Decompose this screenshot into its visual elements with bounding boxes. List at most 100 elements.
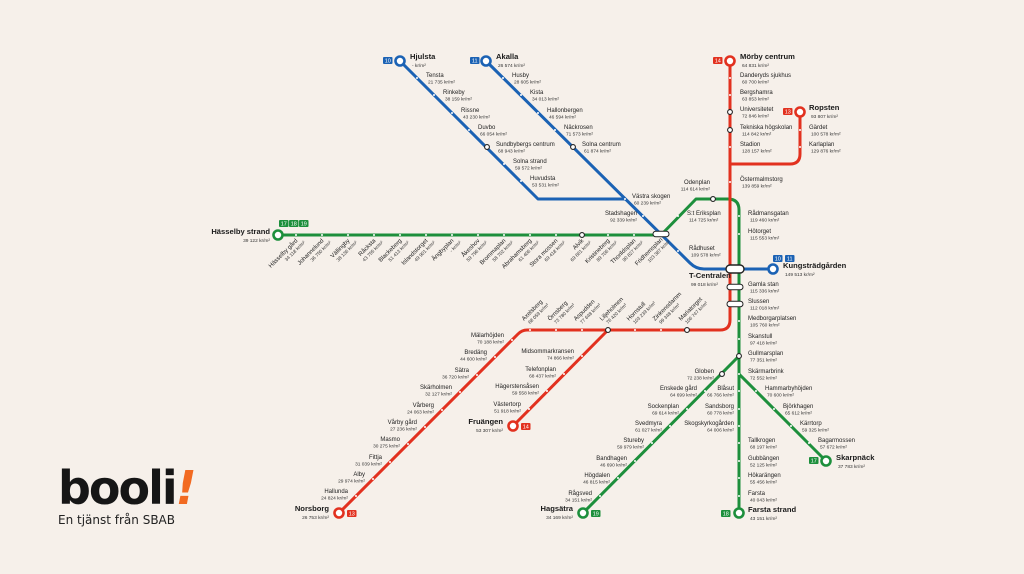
station[interactable] — [726, 300, 744, 308]
station[interactable] — [704, 390, 706, 392]
station[interactable] — [729, 77, 731, 79]
station[interactable] — [507, 420, 519, 432]
station[interactable] — [605, 327, 611, 333]
station[interactable] — [424, 426, 426, 428]
station[interactable] — [503, 163, 505, 165]
station[interactable] — [633, 234, 635, 236]
station[interactable] — [451, 234, 453, 236]
station[interactable] — [724, 55, 736, 67]
station[interactable] — [799, 129, 801, 131]
station[interactable] — [738, 425, 740, 427]
station[interactable] — [389, 461, 391, 463]
station[interactable] — [738, 320, 740, 322]
station[interactable] — [425, 234, 427, 236]
station[interactable] — [529, 329, 531, 331]
station[interactable] — [477, 234, 479, 236]
station[interactable] — [484, 144, 490, 150]
station[interactable] — [546, 390, 548, 392]
station[interactable] — [451, 112, 453, 114]
station[interactable] — [502, 77, 504, 79]
station[interactable] — [729, 94, 731, 96]
station[interactable] — [433, 94, 435, 96]
station[interactable] — [799, 146, 801, 148]
station[interactable] — [669, 425, 671, 427]
station[interactable] — [684, 327, 690, 333]
station[interactable] — [554, 129, 556, 131]
station[interactable] — [480, 55, 492, 67]
station[interactable] — [710, 196, 716, 202]
station[interactable] — [725, 264, 745, 274]
station[interactable] — [581, 355, 583, 357]
station[interactable] — [441, 409, 443, 411]
station[interactable] — [820, 455, 832, 467]
station[interactable] — [503, 234, 505, 236]
station[interactable] — [738, 442, 740, 444]
station[interactable] — [729, 181, 731, 183]
station[interactable] — [476, 374, 478, 376]
station[interactable] — [738, 477, 740, 479]
station[interactable] — [738, 373, 740, 375]
station[interactable] — [272, 229, 284, 241]
station[interactable] — [738, 233, 740, 235]
station[interactable] — [738, 460, 740, 462]
station[interactable] — [570, 144, 576, 150]
station[interactable] — [738, 408, 740, 410]
station[interactable] — [529, 234, 531, 236]
station[interactable] — [394, 55, 406, 67]
station[interactable] — [520, 180, 522, 182]
station[interactable] — [555, 329, 557, 331]
station[interactable] — [773, 408, 775, 410]
station[interactable] — [719, 371, 725, 377]
station[interactable] — [459, 391, 461, 393]
station[interactable] — [634, 460, 636, 462]
station[interactable] — [373, 234, 375, 236]
station[interactable] — [555, 234, 557, 236]
station[interactable] — [494, 356, 496, 358]
station[interactable] — [607, 234, 609, 236]
station[interactable] — [355, 495, 357, 497]
station[interactable] — [520, 94, 522, 96]
station[interactable] — [651, 442, 653, 444]
station[interactable] — [399, 234, 401, 236]
station[interactable] — [738, 338, 740, 340]
station[interactable] — [733, 507, 745, 519]
station[interactable] — [416, 77, 418, 79]
station[interactable] — [808, 442, 810, 444]
station[interactable] — [727, 109, 733, 115]
station[interactable] — [686, 408, 688, 410]
station[interactable] — [642, 215, 644, 217]
station[interactable] — [407, 443, 409, 445]
station[interactable] — [736, 353, 742, 359]
station[interactable] — [624, 198, 626, 200]
station[interactable] — [738, 495, 740, 497]
station[interactable] — [755, 390, 757, 392]
station[interactable] — [581, 329, 583, 331]
station[interactable] — [347, 234, 349, 236]
station[interactable] — [790, 425, 792, 427]
station[interactable] — [511, 339, 513, 341]
station[interactable] — [677, 250, 679, 252]
station[interactable] — [537, 112, 539, 114]
station[interactable] — [599, 495, 601, 497]
station[interactable] — [794, 106, 806, 118]
station[interactable] — [726, 283, 744, 291]
station[interactable] — [617, 477, 619, 479]
station[interactable] — [321, 234, 323, 236]
station[interactable] — [333, 507, 345, 519]
station[interactable] — [727, 127, 733, 133]
station[interactable] — [767, 263, 779, 275]
station[interactable] — [295, 234, 297, 236]
station[interactable] — [577, 507, 589, 519]
station[interactable] — [528, 408, 530, 410]
station[interactable] — [652, 230, 670, 238]
station[interactable] — [563, 373, 565, 375]
station[interactable] — [729, 146, 731, 148]
station[interactable] — [634, 329, 636, 331]
station[interactable] — [579, 232, 585, 238]
station[interactable] — [660, 329, 662, 331]
station[interactable] — [372, 478, 374, 480]
station[interactable] — [738, 215, 740, 217]
station[interactable] — [468, 129, 470, 131]
station[interactable] — [738, 390, 740, 392]
station[interactable] — [677, 215, 679, 217]
